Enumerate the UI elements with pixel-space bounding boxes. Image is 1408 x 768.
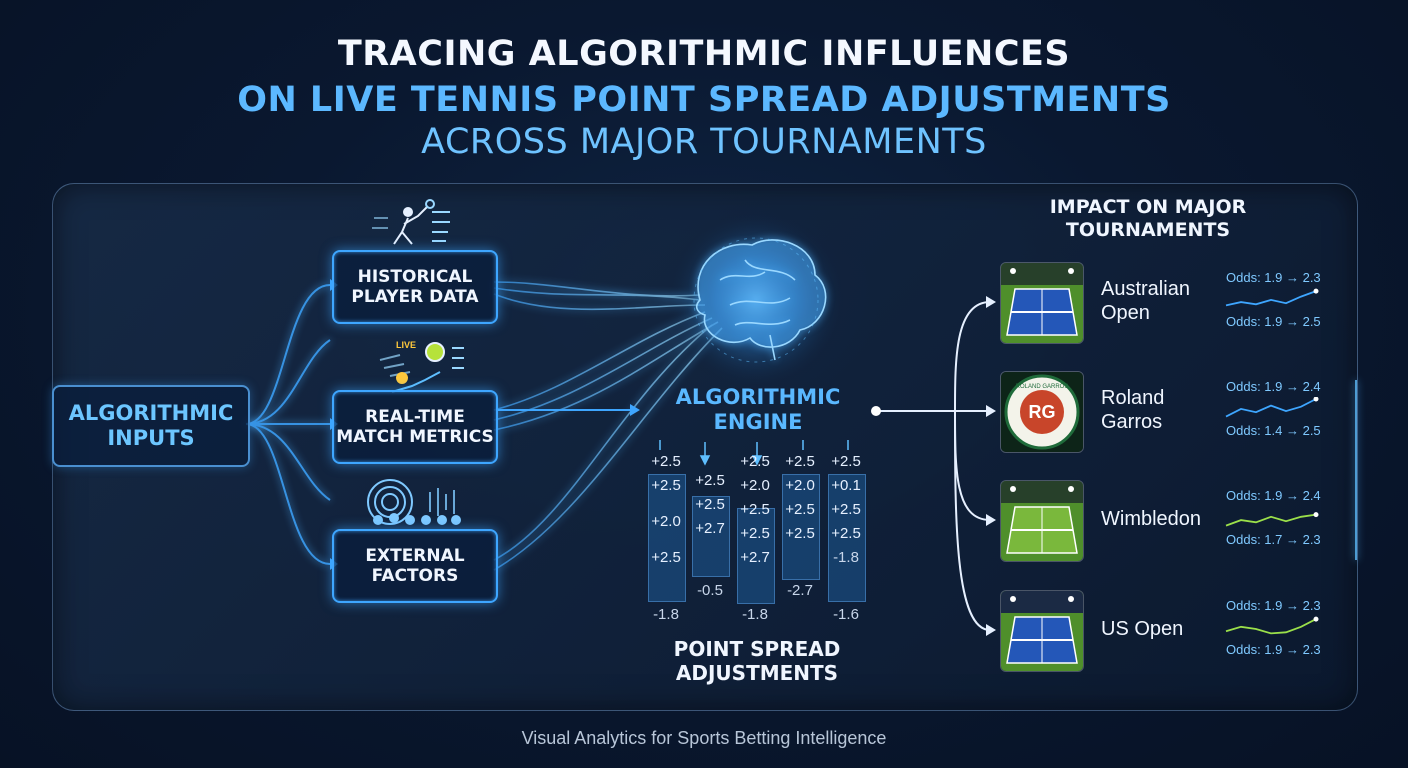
tournament-name: Wimbledon <box>1101 508 1202 530</box>
spread-value: +2.0 <box>740 477 770 494</box>
spread-column <box>692 496 730 577</box>
odds-top: Odds: 1.9 → 2.4 <box>1226 488 1321 503</box>
spread-bottom-value: -1.6 <box>833 606 859 623</box>
tournament-thumbnail <box>1000 480 1084 562</box>
algorithmic-inputs-box: ALGORITHMIC INPUTS <box>52 385 250 467</box>
title-line-3: ACROSS MAJOR TOURNAMENTS <box>421 122 987 162</box>
spread-value: +2.5 <box>831 525 861 542</box>
spread-value: +2.5 <box>695 496 725 513</box>
external-factors-box: EXTERNAL FACTORS <box>332 529 498 603</box>
spread-column <box>648 474 686 602</box>
spread-value: +2.5 <box>651 477 681 494</box>
spread-value: +2.0 <box>651 513 681 530</box>
historical-player-data-box: HISTORICAL PLAYER DATA <box>332 250 498 324</box>
odds-bottom: Odds: 1.7 → 2.3 <box>1226 532 1321 547</box>
footer-caption: Visual Analytics for Sports Betting Inte… <box>521 728 887 748</box>
live-tennis-ball-icon <box>379 342 464 393</box>
live-badge: LIVE <box>396 340 416 350</box>
sparkline-endpoint <box>1313 616 1319 622</box>
tournament-name: US Open <box>1101 618 1184 640</box>
spread-bottom-value: -1.8 <box>653 606 679 623</box>
algorithmic-engine-label: ALGORITHMIC ENGINE <box>675 385 841 435</box>
logo-text: ROLAND GARROS <box>1016 384 1069 390</box>
spread-bottom-value: -0.5 <box>697 582 723 599</box>
brain-icon <box>695 239 827 361</box>
spread-column <box>737 508 775 604</box>
spread-value: +2.0 <box>785 477 815 494</box>
spread-value: +2.5 <box>740 501 770 518</box>
odds-trend-sparkline <box>1225 616 1319 635</box>
sparkline-endpoint <box>1313 288 1319 294</box>
sparkline-path <box>1225 513 1317 527</box>
spread-value: +2.5 <box>695 472 725 489</box>
spread-bottom-value: -1.8 <box>742 606 768 623</box>
tournament-name: Australian Open <box>1101 278 1190 324</box>
spread-column <box>782 474 820 580</box>
spread-value: +2.5 <box>740 453 770 470</box>
point-spread-adjustments-label: POINT SPREAD ADJUSTMENTS <box>673 637 841 685</box>
sparkline-path <box>1225 290 1317 307</box>
sparkline-endpoint <box>1313 512 1319 518</box>
tennis-player-stats-icon <box>372 199 450 245</box>
odds-trend-sparkline <box>1225 397 1319 418</box>
spread-value: +2.5 <box>831 453 861 470</box>
impact-on-major-tournaments-label: IMPACT ON MAJOR TOURNAMENTS <box>1049 196 1247 241</box>
crowd-radar-icon <box>367 479 461 525</box>
spread-value: +2.7 <box>740 549 770 566</box>
svg-text:RG: RG <box>1029 402 1056 422</box>
spread-value: +2.5 <box>831 501 861 518</box>
spread-value: +2.5 <box>785 501 815 518</box>
spread-value: +2.5 <box>785 453 815 470</box>
odds-bottom: Odds: 1.4 → 2.5 <box>1226 423 1321 438</box>
spread-value: +0.1 <box>831 477 861 494</box>
sparkline-path <box>1225 398 1317 418</box>
tournament-name: Roland Garros <box>1101 387 1165 433</box>
real-time-match-metrics-box: REAL-TIME MATCH METRICS <box>332 390 498 464</box>
spread-value: +2.7 <box>695 520 725 537</box>
spread-value: -1.8 <box>833 549 859 566</box>
spread-value: +2.5 <box>785 525 815 542</box>
sparkline-path <box>1225 618 1317 635</box>
brain-glow <box>666 210 846 390</box>
spread-bottom-value: -2.7 <box>787 582 813 599</box>
tournament-thumbnail: RG ROLAND GARROS <box>1000 371 1084 453</box>
odds-bottom: Odds: 1.9 → 2.5 <box>1226 314 1321 329</box>
odds-top: Odds: 1.9 → 2.3 <box>1226 598 1321 613</box>
spread-column <box>828 474 866 602</box>
spread-value: +2.5 <box>651 453 681 470</box>
spread-value: +2.5 <box>651 549 681 566</box>
title-line-2: ON LIVE TENNIS POINT SPREAD ADJUSTMENTS <box>237 80 1171 120</box>
odds-trend-sparkline <box>1225 288 1319 307</box>
odds-trend-sparkline <box>1225 512 1319 527</box>
title-line-1: TRACING ALGORITHMIC INFLUENCES <box>337 34 1071 74</box>
tournament-thumbnail <box>1000 590 1084 672</box>
sparkline-endpoint <box>1313 397 1319 402</box>
odds-bottom: Odds: 1.9 → 2.3 <box>1226 642 1321 657</box>
tournament-thumbnail <box>1000 262 1084 344</box>
odds-top: Odds: 1.9 → 2.3 <box>1226 270 1321 285</box>
odds-top: Odds: 1.9 → 2.4 <box>1226 379 1321 394</box>
spread-value: +2.5 <box>740 525 770 542</box>
